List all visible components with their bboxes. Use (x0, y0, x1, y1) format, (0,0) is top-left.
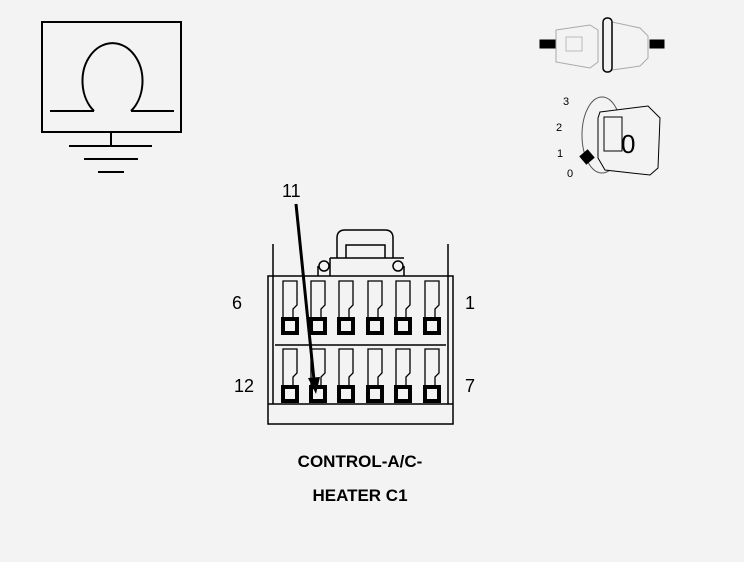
connector-icon (539, 17, 665, 73)
connector-caption-line1: CONTROL-A/C- (297, 452, 423, 471)
pin-label-1: 1 (465, 293, 475, 313)
pin-label-7: 7 (465, 376, 475, 396)
cavity-pin-3 (366, 280, 384, 335)
cavity-pin-9 (366, 348, 384, 403)
cavity-pin-8 (394, 348, 412, 403)
connector-caption-line2: HEATER C1 (312, 486, 408, 505)
cavity-pin-2 (394, 280, 412, 335)
cavity-pin-12 (281, 348, 299, 403)
cavity-pin-5 (309, 280, 327, 335)
cavity-pin-7 (423, 348, 441, 403)
connector-body (267, 229, 454, 425)
ignition-key-label: 0 (621, 129, 635, 159)
connector-cavities (281, 280, 441, 403)
pin-label-12: 12 (234, 376, 254, 396)
ignition-position-1: 1 (557, 148, 563, 160)
ignition-position-3: 3 (563, 96, 569, 108)
cavity-pin-10 (337, 348, 355, 403)
cavity-pin-1 (423, 280, 441, 335)
cavity-pin-4 (337, 280, 355, 335)
pin-callout-label: 11 (282, 181, 301, 201)
ignition-position-0: 0 (567, 168, 573, 180)
ignition-position-2: 2 (556, 122, 562, 134)
ohmmeter-ground-icon (41, 21, 182, 173)
ignition-key-icon (579, 96, 661, 176)
pin-11-callout-arrow (294, 203, 320, 394)
cavity-pin-6 (281, 280, 299, 335)
pin-label-6: 6 (232, 293, 242, 313)
